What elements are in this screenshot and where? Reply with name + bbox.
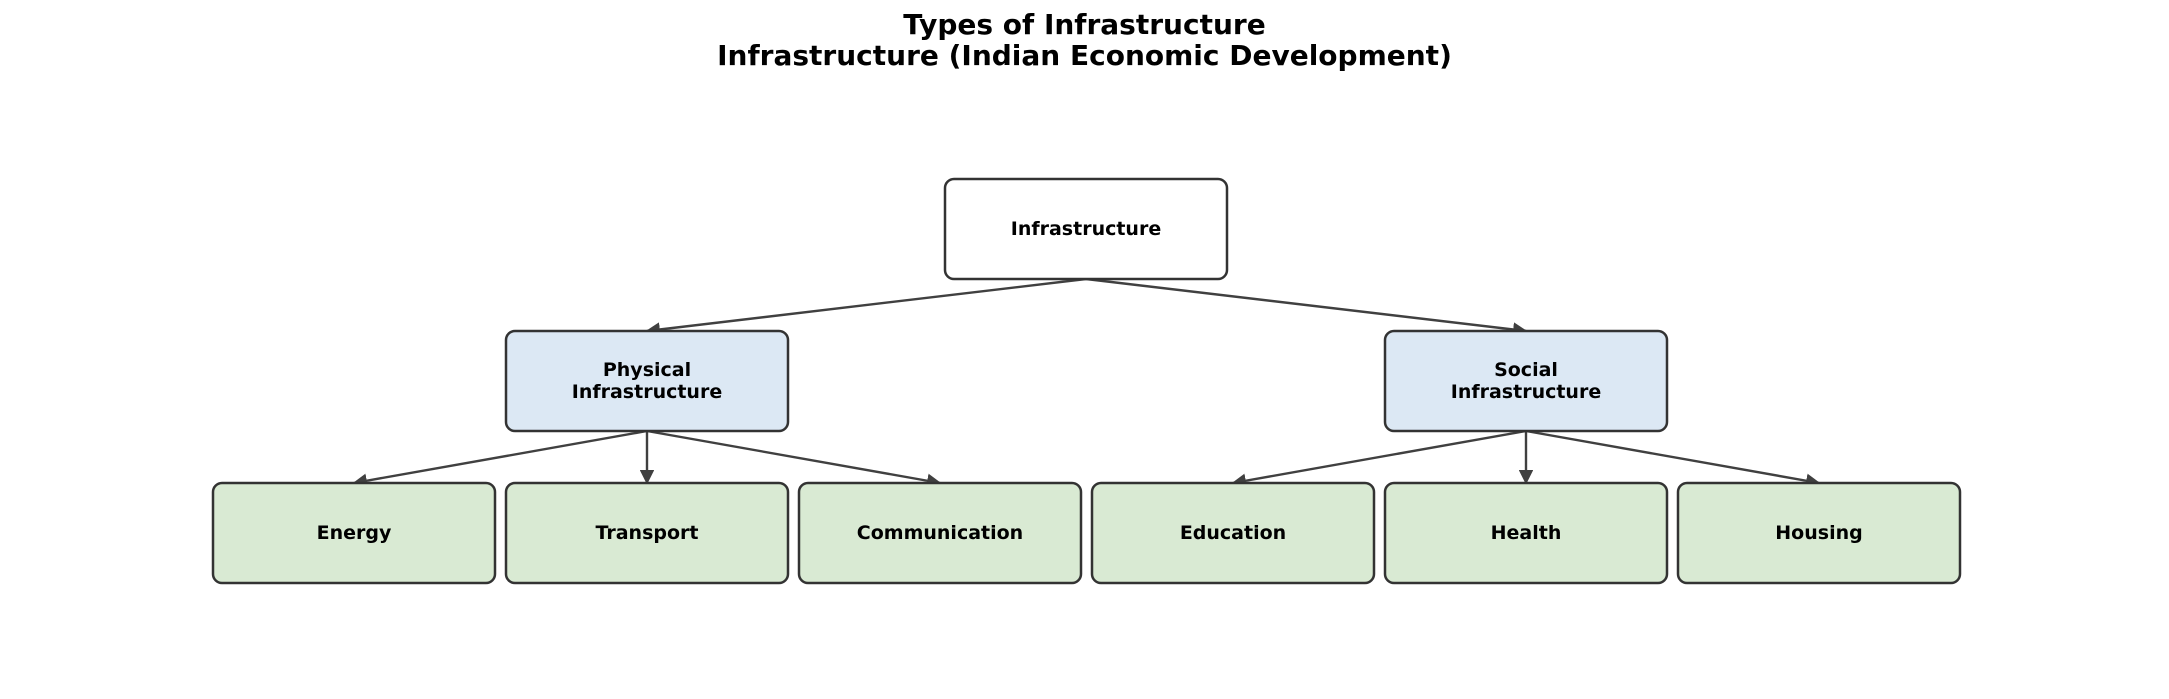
node-label-education: Education <box>1180 522 1286 544</box>
node-infrastructure: Infrastructure <box>943 177 1229 281</box>
node-box-communication <box>797 481 1083 585</box>
node-label-communication: Communication <box>857 522 1023 544</box>
node-box-energy <box>211 481 497 585</box>
node-box-social <box>1383 329 1669 433</box>
node-box-education <box>1090 481 1376 585</box>
node-label-social: Infrastructure <box>1451 381 1601 403</box>
node-label-housing: Housing <box>1775 522 1862 544</box>
edge-physical-to-energy <box>352 429 648 488</box>
node-box-housing <box>1676 481 1962 585</box>
node-box-physical <box>504 329 790 433</box>
node-communication: Communication <box>797 481 1083 585</box>
edge-social-to-housing <box>1525 429 1821 488</box>
node-label-health: Health <box>1491 522 1562 544</box>
edge-physical-to-communication <box>646 429 942 488</box>
edges <box>352 277 1821 488</box>
node-housing: Housing <box>1676 481 1962 585</box>
diagram-title: Types of Infrastructure <box>903 8 1266 41</box>
node-health: Health <box>1383 481 1669 585</box>
node-label-infrastructure: Infrastructure <box>1011 218 1161 240</box>
node-energy: Energy <box>211 481 497 585</box>
edge-infrastructure-to-physical <box>645 277 1087 337</box>
node-education: Education <box>1090 481 1376 585</box>
node-label-physical: Infrastructure <box>572 381 722 403</box>
edge-social-to-education <box>1231 429 1527 488</box>
node-label-physical: Physical <box>603 359 691 381</box>
node-transport: Transport <box>504 481 790 585</box>
edge-infrastructure-to-social <box>1085 277 1528 337</box>
diagram-subtitle: Infrastructure (Indian Economic Developm… <box>717 39 1452 72</box>
node-label-social: Social <box>1494 359 1558 381</box>
node-box-infrastructure <box>943 177 1229 281</box>
node-label-transport: Transport <box>595 522 698 544</box>
node-label-energy: Energy <box>317 522 392 544</box>
node-box-health <box>1383 481 1669 585</box>
nodes: InfrastructurePhysicalInfrastructureSoci… <box>211 177 1962 585</box>
node-box-transport <box>504 481 790 585</box>
